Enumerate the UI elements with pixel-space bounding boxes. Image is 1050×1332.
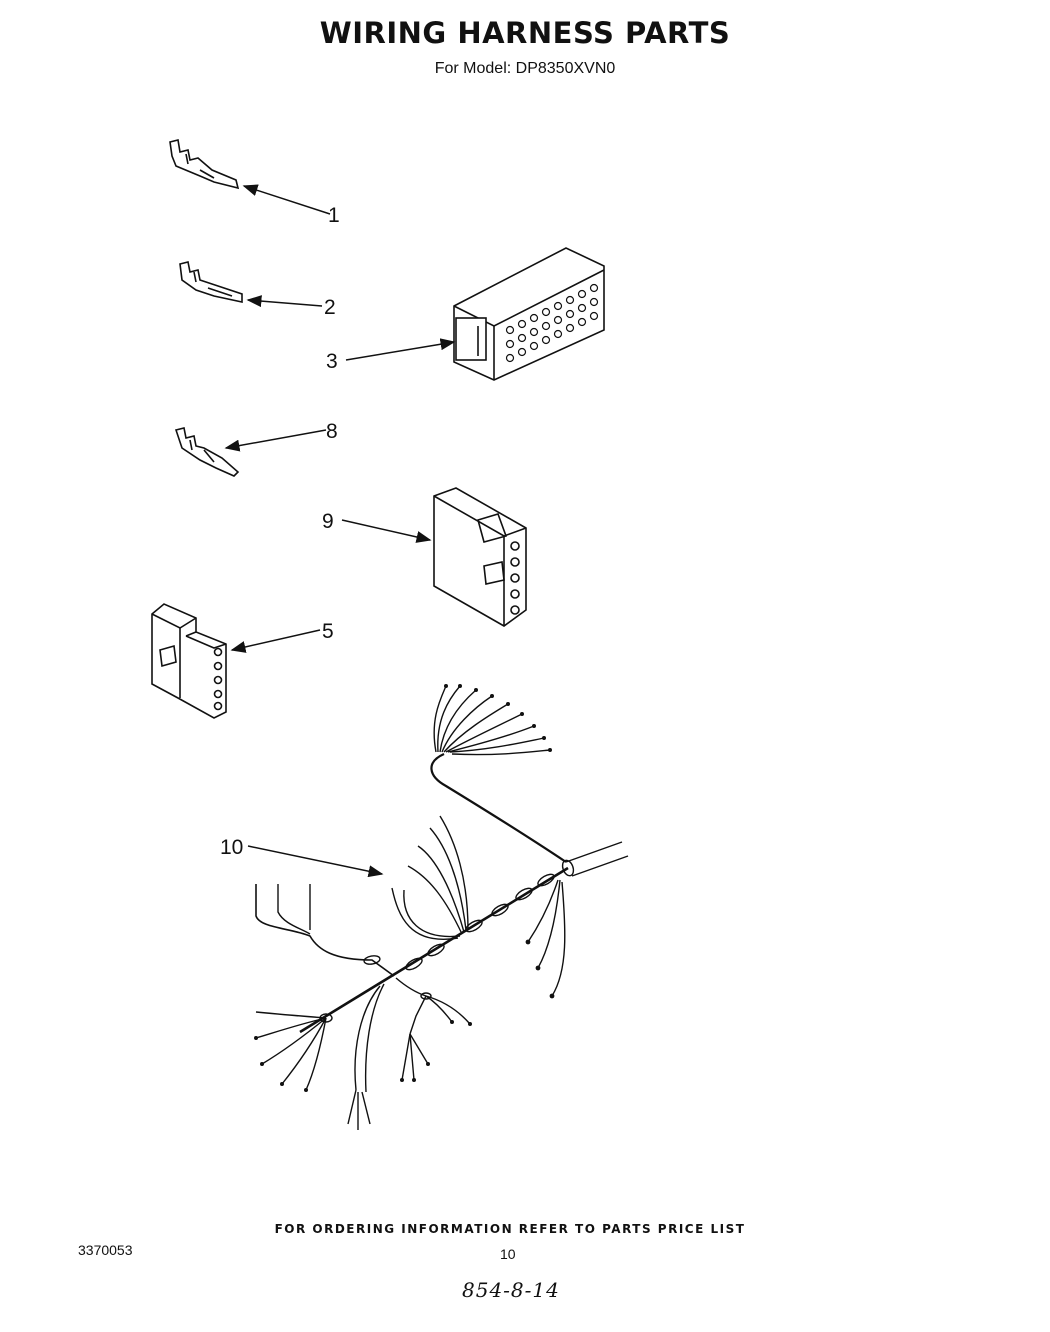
- part-8-terminal: [174, 427, 240, 477]
- part-5-connector: [151, 603, 227, 719]
- harness-wire-ends: [254, 684, 555, 1092]
- leader-1: [242, 184, 331, 215]
- leader-9: [341, 519, 432, 543]
- ordering-note: FOR ORDERING INFORMATION REFER TO PARTS …: [274, 1222, 746, 1236]
- callout-1: 1: [328, 204, 340, 227]
- leader-3: [345, 338, 456, 361]
- callout-10: 10: [220, 836, 243, 859]
- part-10-wiring-harness: [255, 685, 629, 1130]
- model-subtitle: For Model: DP8350XVN0: [434, 60, 616, 77]
- page-number: 10: [500, 1246, 516, 1262]
- callout-3: 3: [326, 350, 338, 373]
- leader-8: [224, 429, 327, 452]
- leader-5: [230, 629, 321, 653]
- leader-10: [247, 845, 384, 878]
- part-9-connector-housing: [433, 487, 527, 627]
- handwritten-note: 854-8-14: [462, 1278, 560, 1302]
- part-1-terminal: [169, 139, 240, 190]
- leader-2: [246, 295, 323, 308]
- callout-9: 9: [322, 510, 334, 533]
- part-2-terminal: [179, 261, 243, 303]
- part-3-connector-block: [453, 247, 605, 381]
- callout-8: 8: [326, 420, 338, 443]
- callout-2: 2: [324, 296, 336, 319]
- page-title: WIRING HARNESS PARTS: [319, 16, 731, 50]
- part-3-pin-holes: [505, 283, 599, 363]
- document-number: 3370053: [78, 1242, 133, 1258]
- callout-5: 5: [322, 620, 334, 643]
